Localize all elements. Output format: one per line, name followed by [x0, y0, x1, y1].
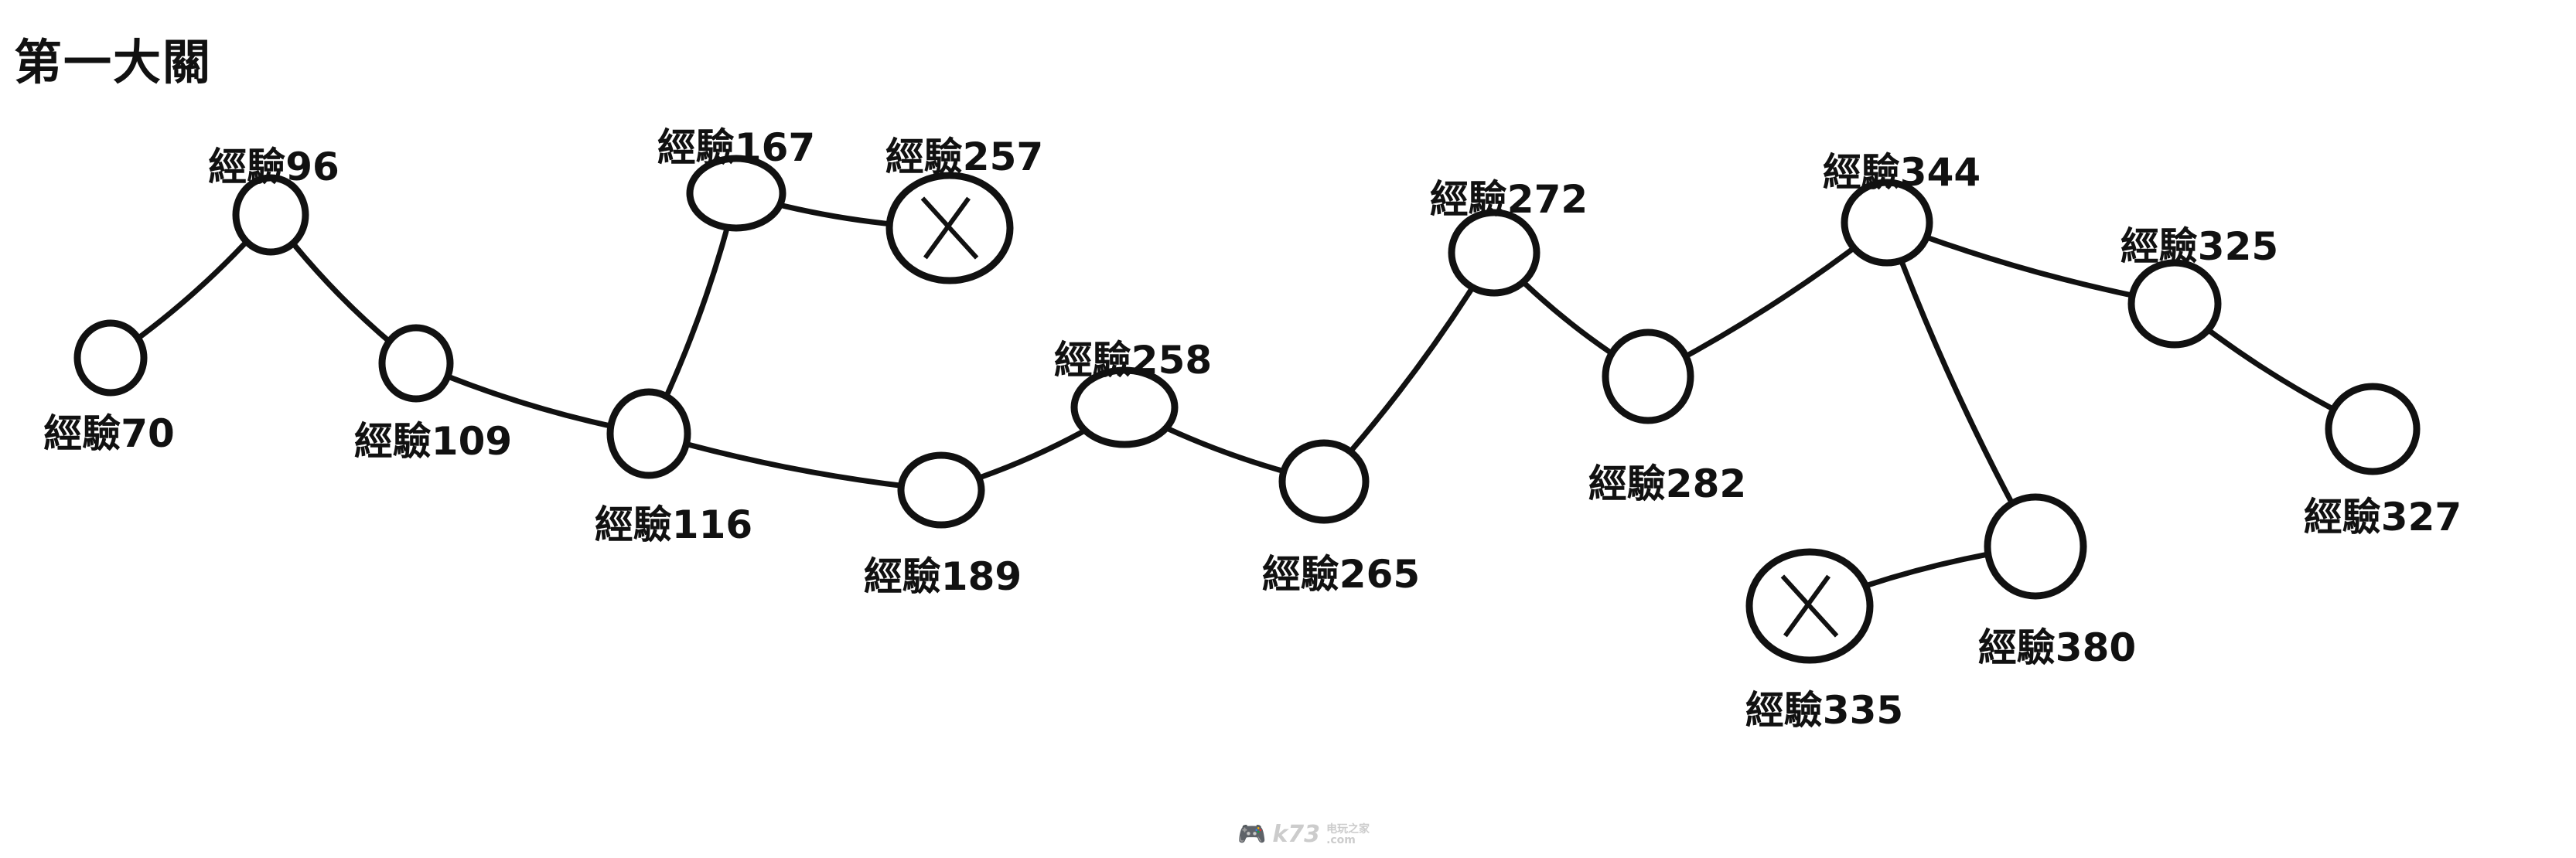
node-circle[interactable]	[1984, 493, 2087, 600]
stage-node[interactable]: 經驗272	[1430, 177, 1588, 297]
stage-node[interactable]: 經驗109	[354, 324, 512, 464]
watermark-logo: 🎮 k73 电玩之家.com	[1237, 821, 1370, 848]
stage-node[interactable]: 經驗96	[208, 145, 339, 256]
watermark-sub: 电玩之家	[1326, 822, 1370, 836]
path-edge	[648, 431, 942, 493]
node-circle[interactable]	[378, 324, 454, 403]
node-circle[interactable]	[2325, 383, 2421, 475]
stage-node[interactable]: 經驗70	[43, 319, 175, 456]
node-label: 經驗327	[2304, 495, 2462, 540]
node-label: 經驗335	[1745, 688, 1903, 733]
stage-node[interactable]: 經驗325	[2121, 224, 2278, 349]
node-label: 經驗325	[2121, 224, 2278, 269]
page-title: 第一大關	[14, 34, 213, 90]
node-label: 經驗272	[1430, 177, 1588, 222]
path-edge	[1884, 221, 2039, 548]
watermark-domain: .com	[1326, 833, 1356, 846]
stage-node[interactable]: 經驗189	[864, 451, 1022, 599]
cross-icon	[1780, 574, 1839, 638]
stage-node[interactable]: 經驗116	[595, 388, 752, 547]
node-circle[interactable]	[1070, 366, 1179, 448]
stage-node[interactable]: 經驗282	[1588, 329, 1746, 506]
node-circle[interactable]	[897, 451, 985, 529]
node-circle[interactable]	[1448, 209, 1540, 297]
node-label: 經驗96	[208, 145, 339, 189]
stage-node[interactable]: 經驗167	[657, 125, 815, 232]
node-circle[interactable]	[2127, 259, 2222, 349]
node-label: 經驗257	[885, 134, 1043, 179]
node-label: 經驗258	[1054, 338, 1212, 383]
node-label: 經驗189	[864, 554, 1022, 599]
stage-node[interactable]: 經驗335	[1745, 548, 1903, 733]
gamepad-icon: 🎮	[1237, 821, 1267, 848]
node-label: 經驗116	[595, 502, 752, 547]
node-circle[interactable]	[1841, 179, 1933, 267]
stage-node[interactable]: 經驗258	[1054, 338, 1212, 448]
node-label: 經驗344	[1823, 150, 1981, 195]
node-label: 經驗167	[657, 125, 815, 170]
node-circle[interactable]	[606, 388, 691, 479]
stage-node[interactable]: 經驗344	[1823, 150, 1981, 267]
node-label: 經驗380	[1978, 625, 2136, 670]
node-circle[interactable]	[232, 174, 309, 256]
node-label: 經驗282	[1588, 461, 1746, 506]
stage-node[interactable]: 經驗380	[1978, 493, 2136, 670]
node-circle[interactable]	[686, 155, 786, 232]
stage-node[interactable]: 經驗265	[1262, 439, 1420, 597]
watermark-brand: k73	[1272, 821, 1321, 848]
stage-node[interactable]: 經驗327	[2304, 383, 2462, 540]
node-circle[interactable]	[73, 319, 148, 397]
stage-node[interactable]: 經驗257	[885, 134, 1043, 284]
node-label: 經驗265	[1262, 552, 1420, 597]
cross-icon	[920, 196, 979, 260]
node-circle[interactable]	[1278, 439, 1370, 524]
node-label: 經驗109	[354, 419, 512, 464]
node-label: 經驗70	[43, 411, 175, 456]
node-circle[interactable]	[1602, 329, 1694, 424]
